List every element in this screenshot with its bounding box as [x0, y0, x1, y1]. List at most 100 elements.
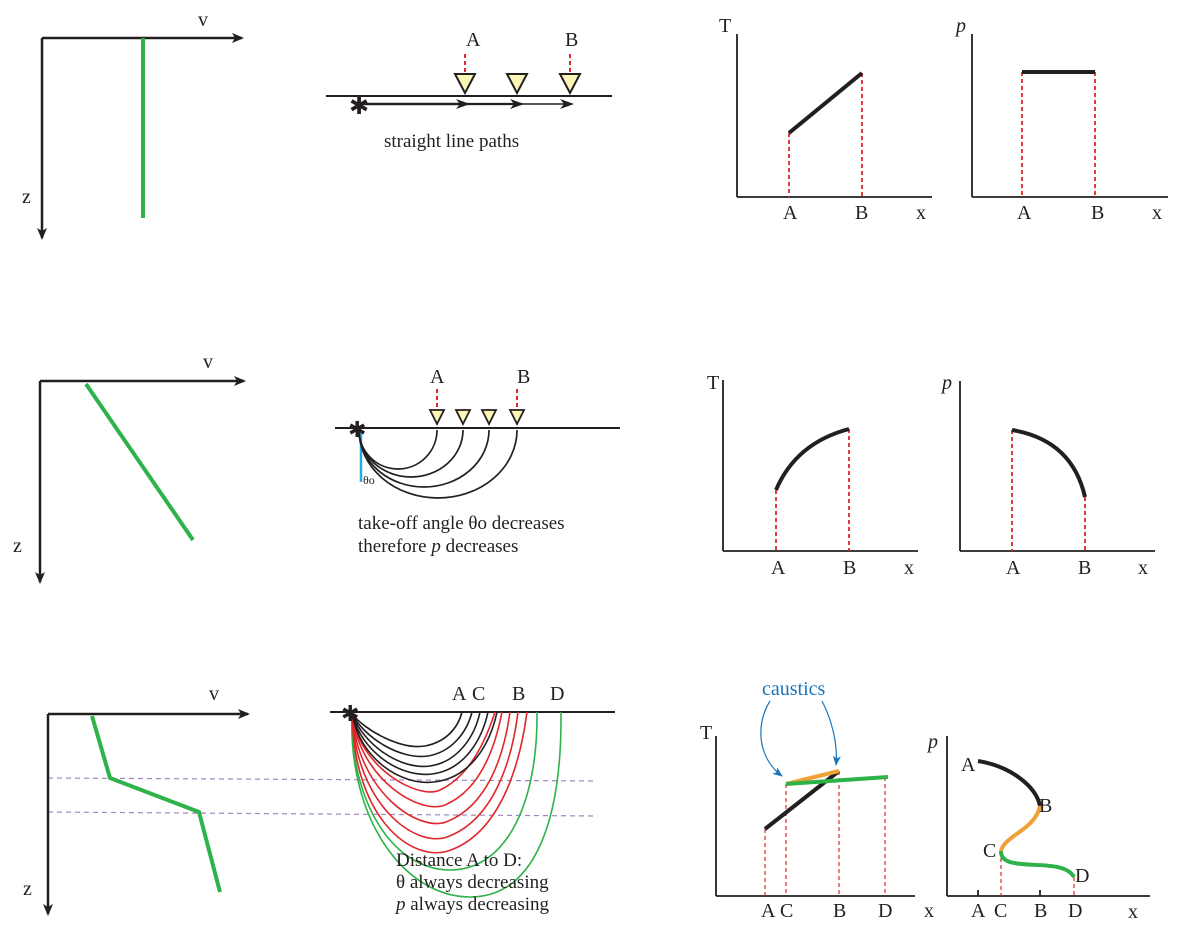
tick-label-b: B [855, 202, 868, 224]
tick-label-a: A [771, 557, 786, 579]
ray-path [358, 429, 464, 478]
ray-path [351, 711, 562, 898]
receiver-triangle [428, 409, 446, 427]
tick-label-b: B [833, 900, 846, 922]
ray-path [351, 711, 503, 808]
source-star: ✱ [349, 92, 369, 120]
row1: v z ✱ A B straight line paths T x [22, 9, 1168, 240]
caustics-label: caustics [762, 678, 826, 700]
ray-path [351, 711, 498, 784]
tick-label-b: B [843, 557, 856, 579]
ray-parameter-curve [1011, 428, 1087, 498]
travel-time-curve [787, 71, 864, 135]
receiver-label-a: A [452, 683, 467, 705]
caption-line-2: θ always decreasing [396, 872, 549, 893]
tick-label-a: A [783, 202, 798, 224]
tick-label-b: B [1078, 557, 1091, 579]
receiver-triangle [558, 73, 582, 96]
curve-label-c: C [983, 840, 996, 862]
receiver-triangle [454, 409, 472, 427]
receiver-label-b: B [565, 29, 578, 51]
ray-path [358, 429, 518, 499]
v-axis-label: v [203, 351, 213, 373]
v-axis-label: v [209, 683, 219, 705]
travel-time-branch [785, 775, 889, 786]
x-axis-label: x [1152, 202, 1162, 224]
row2-velocity-profile: v z [13, 351, 246, 584]
row3-ray-diagram: ✱ A C B D Distance A to D: θ always decr… [330, 683, 615, 915]
x-axis-label: x [904, 557, 914, 579]
p-axis-label: p [926, 731, 938, 753]
tick-label-a: A [1006, 557, 1021, 579]
tick-label-a: A [1017, 202, 1032, 224]
curve-label-d: D [1075, 865, 1089, 887]
row3-velocity-profile: v z [23, 683, 250, 916]
receiver-label-d: D [550, 683, 564, 705]
receiver-label-c: C [472, 683, 485, 705]
tick-label-d: D [878, 900, 892, 922]
receiver-label-a: A [466, 29, 481, 51]
tick-label-c: C [994, 900, 1007, 922]
x-axis-label: x [1128, 901, 1138, 923]
t-axis-label: T [700, 722, 712, 744]
t-axis-label: T [719, 15, 731, 37]
z-axis-label: z [22, 186, 31, 208]
x-axis-label: x [1138, 557, 1148, 579]
red-ray-paths [351, 711, 528, 854]
row1-travel-time-plot: T x A B [719, 15, 932, 224]
p-axis-label: p [954, 15, 966, 37]
caption-line-1: Distance A to D: [396, 850, 522, 871]
z-axis-label: z [23, 878, 32, 900]
receiver-triangle [453, 73, 477, 96]
caption-line-3: p always decreasing [394, 894, 549, 915]
row1-ray-parameter-plot: p x A B [954, 15, 1168, 224]
curve-label-b: B [1039, 795, 1052, 817]
ray-path [351, 711, 528, 854]
ray-path [351, 711, 463, 748]
velocity-curve [90, 715, 222, 893]
ray-parameter-branch [977, 759, 1042, 807]
ray-path [351, 711, 511, 825]
green-ray-paths [351, 711, 562, 898]
row3-travel-time-plot: T x caustics A C B D [700, 678, 934, 922]
ray-parameter-branch [999, 805, 1042, 852]
v-axis-label: v [198, 9, 208, 31]
source-star: ✱ [341, 702, 359, 727]
source-star: ✱ [348, 418, 366, 443]
take-off-angle-label: θo [363, 473, 375, 487]
x-axis-label: x [916, 202, 926, 224]
x-axis-label: x [924, 900, 934, 922]
curve-label-a: A [961, 754, 976, 776]
receiver-triangle [508, 409, 526, 427]
travel-time-curve [774, 427, 850, 491]
ray-path [351, 711, 473, 758]
row1-velocity-profile: v z [22, 9, 244, 240]
caption-line-1: take-off angle θo decreases [358, 513, 565, 534]
ray-parameter-branch [998, 850, 1076, 879]
z-axis-label: z [13, 535, 22, 557]
caption: straight line paths [384, 131, 519, 152]
ray-path [351, 711, 496, 793]
receiver-triangle [480, 409, 498, 427]
receiver-label-a: A [430, 366, 445, 388]
tick-label-a: A [971, 900, 986, 922]
black-ray-paths [351, 711, 498, 784]
row2: v z θo ✱ A B take-off angle θo decreases [13, 351, 1155, 584]
ray-paths [358, 429, 518, 499]
ray-path [351, 711, 538, 871]
caption-line-2: therefore p decreases [358, 536, 518, 557]
caustic-pointer [821, 700, 841, 766]
tick-label-d: D [1068, 900, 1082, 922]
p-axis-label: p [940, 372, 952, 394]
caustic-pointer [760, 700, 783, 777]
tick-label-b: B [1091, 202, 1104, 224]
ray-path [351, 711, 489, 776]
row2-travel-time-plot: T x A B [707, 372, 918, 579]
ray-path [358, 429, 490, 488]
tick-label-c: C [780, 900, 793, 922]
tick-label-b: B [1034, 900, 1047, 922]
layer-boundary-dashed [47, 777, 597, 782]
row1-ray-diagram: ✱ A B straight line paths [326, 29, 612, 152]
ray-path [351, 711, 481, 768]
